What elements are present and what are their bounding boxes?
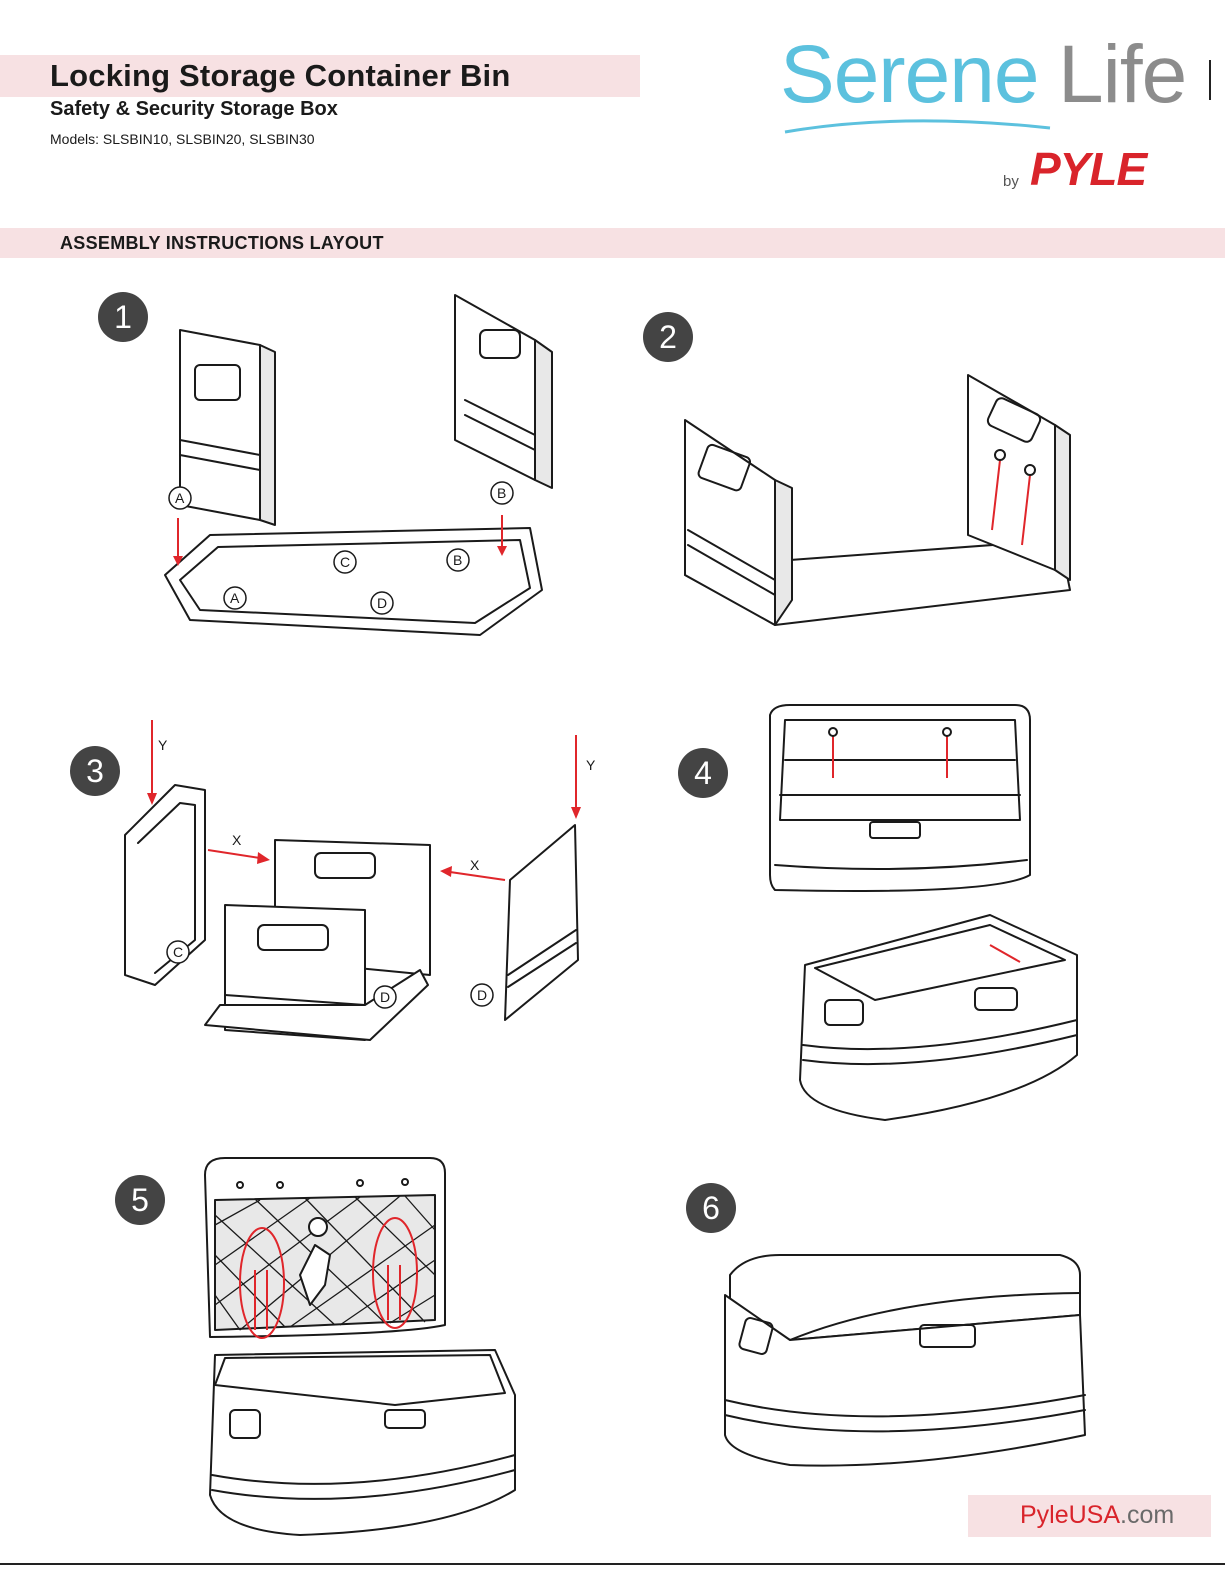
brand-by: by: [1003, 173, 1019, 190]
brand-logo-life: Life: [1058, 28, 1186, 122]
step-1-illustration: A B A C B D: [150, 290, 570, 660]
step-5-badge: 5: [115, 1175, 165, 1225]
step-4-illustration: [765, 700, 1085, 1130]
footer-url-tld: .com: [1120, 1501, 1174, 1529]
part-label-d: D: [377, 595, 387, 611]
arrow-label-y-right: Y: [586, 757, 596, 773]
panel-a-drawing: [180, 330, 275, 525]
step-6-illustration: [720, 1235, 1090, 1480]
part-label-a: A: [175, 490, 185, 506]
brand-logo-serene: Serene: [780, 28, 1038, 122]
footer-rule: [0, 1563, 1225, 1565]
part-label-d-end: D: [477, 987, 487, 1003]
step-2-illustration: [680, 370, 1090, 640]
arrow-label-x-left: X: [232, 832, 242, 848]
step-3-illustration: C D D Y X X Y: [110, 715, 600, 1055]
step-1-badge: 1: [98, 292, 148, 342]
part-label-c: C: [340, 554, 350, 570]
panel-b-drawing: [455, 295, 552, 488]
brand-swoosh-icon: [780, 110, 1080, 140]
footer-url-brand: PyleUSA: [1020, 1501, 1120, 1529]
footer-url[interactable]: PyleUSA.com: [1020, 1501, 1174, 1530]
brand-pyle-logo: PYLE: [1030, 142, 1146, 196]
step-2-badge: 2: [643, 312, 693, 362]
step-4-badge: 4: [678, 748, 728, 798]
section-title: ASSEMBLY INSTRUCTIONS LAYOUT: [60, 233, 384, 254]
page-subtitle: Safety & Security Storage Box: [50, 98, 338, 121]
arrow-label-y-left: Y: [158, 737, 168, 753]
part-label-c-step3: C: [173, 944, 183, 960]
edge-rule: [1209, 60, 1211, 100]
part-label-b: B: [497, 485, 506, 501]
part-label-b-base: B: [453, 552, 462, 568]
models-line: Models: SLSBIN10, SLSBIN20, SLSBIN30: [50, 131, 315, 147]
part-label-d-step3: D: [380, 989, 390, 1005]
step-5-illustration: [200, 1155, 525, 1540]
step-6-badge: 6: [686, 1183, 736, 1233]
part-label-a-base: A: [230, 590, 240, 606]
page-title: Locking Storage Container Bin: [50, 58, 511, 94]
arrow-label-x-right: X: [470, 857, 480, 873]
